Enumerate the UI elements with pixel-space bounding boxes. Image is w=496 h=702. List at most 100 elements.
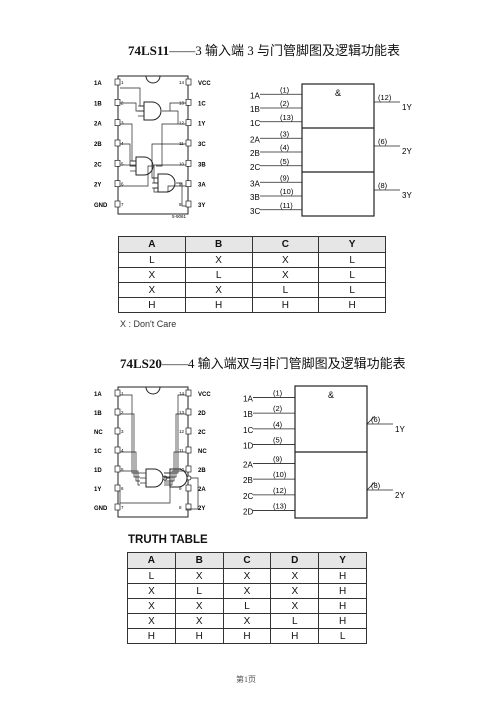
table-cell: H (318, 297, 386, 313)
wire (176, 182, 186, 207)
wire (162, 110, 179, 124)
pin-number: 5 (121, 161, 124, 166)
wire (120, 470, 140, 486)
table-cell: L (174, 583, 224, 599)
pin-number: (4) (273, 420, 283, 429)
wire (120, 102, 144, 112)
pin-number: (8) (371, 481, 381, 490)
output-label: 2Y (395, 491, 405, 500)
pin (185, 78, 192, 86)
pin (185, 408, 192, 416)
input-label: 1A (250, 91, 260, 100)
pin-number: (10) (273, 470, 287, 479)
input-label: 2B (243, 476, 253, 485)
column-header: C (251, 236, 320, 253)
pin-label: 1C (198, 101, 206, 107)
column-header: A (118, 236, 186, 253)
pin (114, 119, 121, 127)
pin-label: 2A (198, 487, 206, 493)
table-cell: H (318, 613, 367, 629)
truth-table-title: TRUTH TABLE (128, 534, 208, 546)
pin-number: (12) (273, 486, 287, 495)
pin-number: 8 (179, 505, 182, 510)
section1-logic-symbol: &1A(1)1B(2)1C(13)2A(3)2B(4)2C(5)3A(9)3B(… (250, 83, 412, 217)
table-cell: X (184, 282, 253, 298)
wire (169, 102, 186, 111)
table-cell: H (184, 297, 253, 313)
pin (185, 503, 192, 511)
section1-title: 74LS11——3 输入端 3 与门管脚图及逻辑功能表 (128, 43, 400, 58)
pin (185, 484, 192, 492)
nand-gate (169, 468, 188, 488)
pin-label: 3A (198, 183, 206, 189)
wire (120, 165, 152, 187)
pin-label: 2A (94, 122, 102, 128)
table-cell: X (174, 613, 224, 629)
pin (114, 180, 121, 188)
input-label: 3C (250, 207, 260, 216)
pin-number: (1) (273, 388, 283, 397)
pin-number: (6) (371, 415, 381, 424)
wire (164, 451, 186, 482)
pin-number: (13) (273, 502, 287, 511)
column-header: B (174, 552, 224, 569)
table-cell: L (222, 598, 272, 614)
wire (186, 477, 199, 510)
pin-number: 9 (179, 486, 182, 491)
pin-number: 4 (121, 141, 124, 146)
table-cell: H (127, 628, 176, 644)
pin-number: 10 (179, 161, 185, 166)
table-cell: X (127, 583, 176, 599)
wire (164, 470, 186, 486)
pin-label: 2B (198, 468, 206, 474)
pin (185, 427, 192, 435)
column-header: Y (318, 236, 386, 253)
pin-number: (2) (280, 99, 290, 108)
pin-label: NC (94, 430, 103, 436)
table-cell: X (222, 583, 272, 599)
table-cell: L (318, 252, 386, 268)
pin (114, 503, 121, 511)
pin-number: (1) (280, 85, 290, 94)
table-cell: X (127, 613, 176, 629)
and-symbol: & (335, 88, 341, 98)
pin (185, 200, 192, 208)
wire (153, 164, 186, 184)
table-cell: L (318, 628, 367, 644)
pin (185, 446, 192, 454)
table-cell: X (174, 568, 224, 584)
pin (114, 98, 121, 106)
output-marker (366, 481, 376, 491)
pin-number: 1 (121, 391, 124, 396)
pin (114, 78, 121, 86)
table-cell: H (318, 598, 367, 614)
pin-label: 1D (94, 468, 102, 474)
table-cell: L (251, 282, 320, 298)
pin-number: (12) (378, 93, 392, 102)
pin-number: 2 (121, 410, 124, 415)
pin-label: 1C (94, 449, 102, 455)
section2-description: 4 输入端双与非门管脚图及逻辑功能表 (187, 356, 406, 371)
output-marker (366, 415, 376, 425)
input-label: 3B (250, 193, 260, 202)
wire (120, 143, 136, 167)
table-cell: H (251, 297, 320, 313)
inverter-bubble (186, 475, 192, 481)
pin-number: 4 (121, 448, 124, 453)
input-label: 1D (243, 442, 253, 451)
output-label: 2Y (402, 147, 412, 156)
table-cell: H (174, 628, 224, 644)
input-label: 2A (243, 460, 253, 469)
input-label: 2C (243, 492, 253, 501)
pin-label: 2B (94, 142, 102, 148)
pin-number: (2) (273, 404, 283, 413)
section2-logic-symbol: &1A(1)1B(2)1C(4)1D(5)2A(9)2B(10)2C(12)2D… (243, 385, 405, 519)
table-cell: L (118, 252, 186, 268)
part-number: 74LS11 (128, 43, 170, 58)
table-cell: X (127, 598, 176, 614)
pin-number: 3 (121, 429, 124, 434)
table-cell: X (270, 568, 320, 584)
